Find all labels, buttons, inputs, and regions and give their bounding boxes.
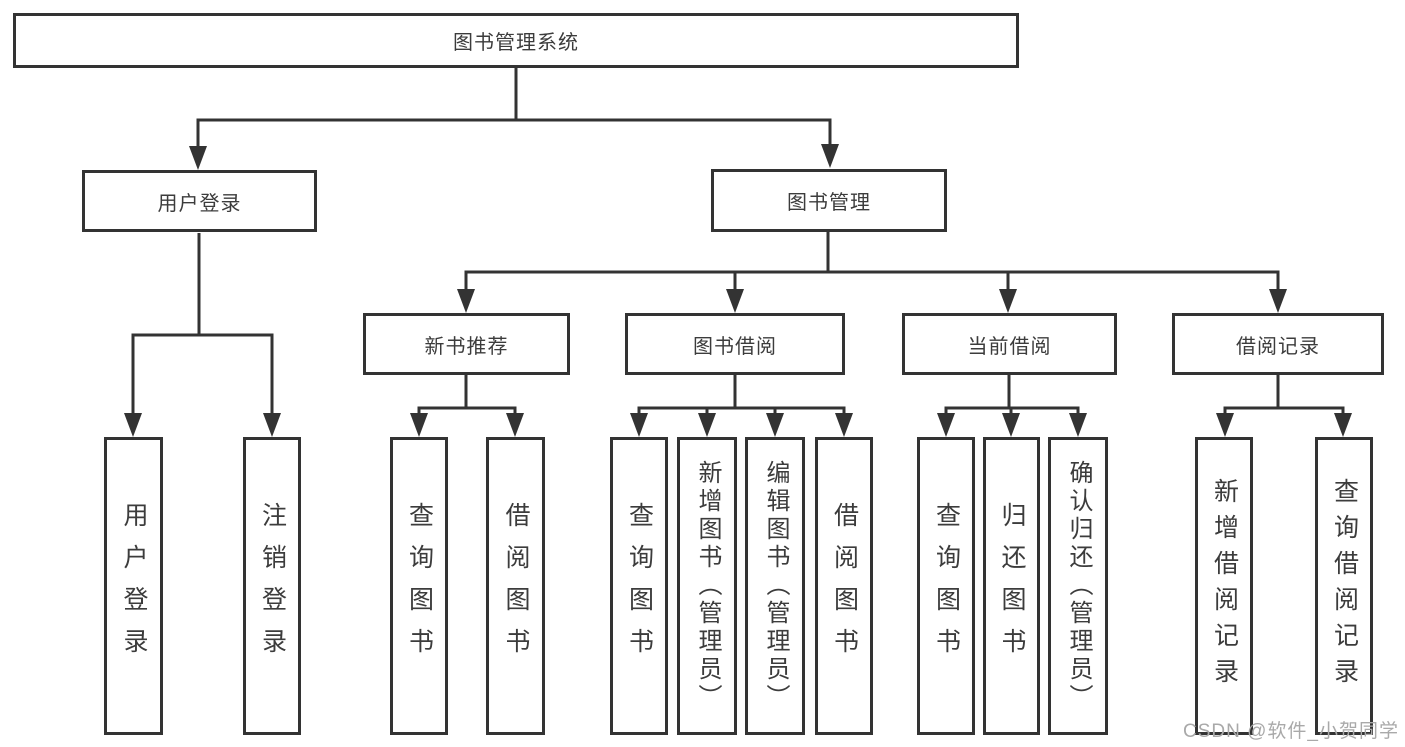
- node-user-login: 用户登录: [82, 170, 317, 232]
- node-current-borrowing: 当前借阅: [902, 313, 1117, 375]
- csdn-watermark: CSDN @软件_小贺同学: [1183, 721, 1399, 742]
- node-book-management-label: 图书管理: [787, 192, 871, 214]
- node-leaf-recommend-borrow-books: 借阅图书: [486, 437, 545, 735]
- node-leaf-borrowing-query-books-label: 查询图书: [625, 502, 654, 670]
- node-leaf-borrowing-borrow-books: 借阅图书: [815, 437, 873, 735]
- node-book-management: 图书管理: [711, 169, 947, 232]
- node-book-borrowing: 图书借阅: [625, 313, 845, 375]
- node-leaf-user-login-label: 用户登录: [120, 502, 148, 670]
- node-leaf-records-query-record-label: 查询借阅记录: [1330, 478, 1359, 694]
- node-root-label: 图书管理系统: [453, 32, 579, 54]
- node-new-book-recommend-label: 新书推荐: [424, 335, 509, 358]
- node-leaf-recommend-query-books-label: 查询图书: [405, 502, 434, 670]
- node-leaf-borrowing-add-books: 新增图书（管理员）: [677, 437, 737, 735]
- node-leaf-recommend-query-books: 查询图书: [390, 437, 448, 735]
- node-leaf-current-return-books: 归还图书: [983, 437, 1040, 735]
- node-new-book-recommend: 新书推荐: [363, 313, 570, 375]
- node-leaf-current-return-books-label: 归还图书: [998, 502, 1026, 670]
- node-leaf-borrowing-edit-books: 编辑图书（管理员）: [745, 437, 805, 735]
- node-leaf-borrowing-borrow-books-label: 借阅图书: [830, 502, 859, 670]
- node-leaf-borrowing-query-books: 查询图书: [610, 437, 668, 735]
- node-leaf-recommend-borrow-books-label: 借阅图书: [502, 502, 530, 670]
- node-borrowing-records-label: 借阅记录: [1236, 335, 1320, 358]
- node-leaf-records-add-record: 新增借阅记录: [1195, 437, 1253, 735]
- node-root: 图书管理系统: [13, 13, 1019, 68]
- node-leaf-records-add-record-label: 新增借阅记录: [1210, 478, 1239, 694]
- node-leaf-records-query-record: 查询借阅记录: [1315, 437, 1373, 735]
- node-leaf-logout: 注销登录: [243, 437, 301, 735]
- node-leaf-current-query-books: 查询图书: [917, 437, 975, 735]
- node-leaf-logout-label: 注销登录: [258, 502, 287, 670]
- node-leaf-user-login: 用户登录: [104, 437, 163, 735]
- node-user-login-label: 用户登录: [157, 192, 242, 215]
- node-book-borrowing-label: 图书借阅: [693, 335, 777, 358]
- node-leaf-current-query-books-label: 查询图书: [932, 502, 961, 670]
- node-leaf-borrowing-add-books-label: 新增图书（管理员）: [694, 460, 721, 712]
- node-borrowing-records: 借阅记录: [1172, 313, 1384, 375]
- node-leaf-current-confirm-return-label: 确认归还（管理员）: [1065, 460, 1092, 712]
- node-current-borrowing-label: 当前借阅: [967, 335, 1052, 358]
- node-leaf-current-confirm-return: 确认归还（管理员）: [1048, 437, 1108, 735]
- node-leaf-borrowing-edit-books-label: 编辑图书（管理员）: [762, 460, 789, 712]
